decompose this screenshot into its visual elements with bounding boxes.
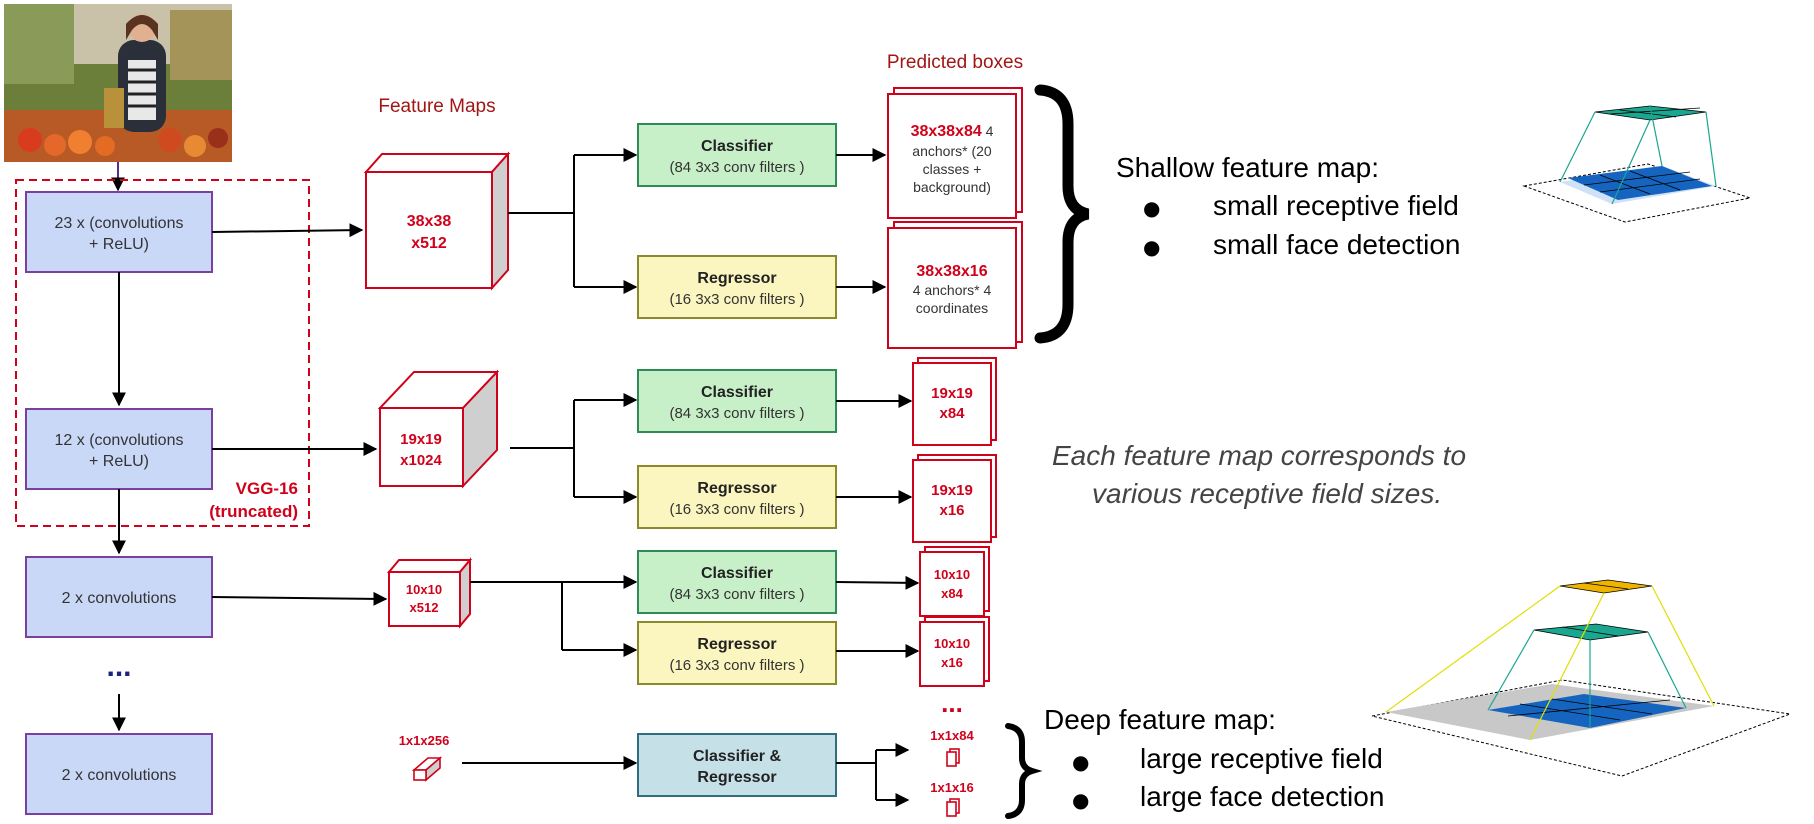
output-10x10-coords-line2: x16 xyxy=(941,655,963,670)
input-photo xyxy=(4,4,232,162)
classifier-head-2-title: Classifier xyxy=(701,384,773,401)
classifier-head-3-sub: (84 3x3 conv filters ) xyxy=(669,586,804,603)
feature-map-1x1-label: 1x1x256 xyxy=(399,733,450,748)
output-38x38-coords-bold: 38x38x16 xyxy=(916,263,987,280)
feature-maps-title: Feature Maps xyxy=(378,96,495,117)
deep-bullet-2-dot: ● xyxy=(1072,788,1090,812)
output-1x1-classes: 1x1x84 xyxy=(930,728,974,767)
feature-map-38x38: 38x38 x512 xyxy=(363,151,511,291)
output-19x19-coords-line1: 19x19 xyxy=(931,482,973,499)
feature-map-19x19: 19x19 x1024 xyxy=(377,369,500,489)
output-10x10-coords: 10x10 x16 xyxy=(919,616,990,687)
backbone-block-3: 2 x convolutions xyxy=(25,556,213,638)
classifier-regressor-head-line2: Regressor xyxy=(697,769,776,786)
output-38x38-coords: 38x38x16 4 anchors* 4 coordinates xyxy=(887,221,1023,349)
regressor-head-2: Regressor (16 3x3 conv filters ) xyxy=(637,465,837,529)
regressor-head-2-sub: (16 3x3 conv filters ) xyxy=(669,501,804,518)
regressor-head-3-title: Regressor xyxy=(697,636,776,653)
output-19x19-coords: 19x19 x16 xyxy=(912,454,997,543)
backbone-block-2-line2: + ReLU) xyxy=(89,453,149,470)
regressor-head-3-sub: (16 3x3 conv filters ) xyxy=(669,657,804,674)
backbone-block-1-line1: 23 x (convolutions xyxy=(55,215,184,232)
receptive-note-line1: Each feature map corresponds to xyxy=(1052,440,1467,471)
outputs-ellipsis: ... xyxy=(941,688,963,718)
output-19x19-classes-line1: 19x19 xyxy=(931,385,973,402)
output-10x10-classes-line2: x84 xyxy=(941,586,963,601)
feature-map-10x10: 10x10 x512 xyxy=(386,557,473,629)
output-38x38-coords-line2: 4 anchors* 4 xyxy=(913,282,992,298)
feature-map-19x19-line2: x1024 xyxy=(400,452,442,469)
output-10x10-coords-line1: 10x10 xyxy=(934,636,970,651)
receptive-note-line2: various receptive field sizes. xyxy=(1092,478,1443,509)
output-10x10-classes-line1: 10x10 xyxy=(934,567,970,582)
vgg16-label-line1: VGG-16 xyxy=(236,479,298,498)
feature-map-38x38-line1: 38x38 xyxy=(407,213,452,230)
regressor-head-1-sub: (16 3x3 conv filters ) xyxy=(669,291,804,308)
shallow-bullet-1: small receptive field xyxy=(1213,190,1459,221)
backbone-block-2-line1: 12 x (convolutions xyxy=(55,432,184,449)
regressor-head-2-title: Regressor xyxy=(697,480,776,497)
regressor-head-1: Regressor (16 3x3 conv filters ) xyxy=(637,255,837,319)
vgg16-label-line2: (truncated) xyxy=(209,502,298,521)
output-1x1-classes-label: 1x1x84 xyxy=(930,728,974,743)
feature-map-19x19-line1: 19x19 xyxy=(400,431,442,448)
classifier-regressor-head: Classifier & Regressor xyxy=(637,733,837,797)
classifier-head-3: Classifier (84 3x3 conv filters ) xyxy=(637,550,837,614)
deep-bullet-1: large receptive field xyxy=(1140,743,1383,774)
classifier-regressor-head-line1: Classifier & xyxy=(693,748,781,765)
deep-bullet-2: large face detection xyxy=(1140,781,1385,812)
output-1x1-coords: 1x1x16 xyxy=(930,780,974,817)
shallow-title: Shallow feature map: xyxy=(1116,152,1380,183)
feature-map-1x1: 1x1x256 xyxy=(399,733,450,782)
classifier-head-2-sub: (84 3x3 conv filters ) xyxy=(669,405,804,422)
deep-receptive-field-grid xyxy=(1371,579,1791,777)
svg-text:38x38x84 4: 38x38x84 4 xyxy=(911,123,994,140)
backbone-ellipsis: ... xyxy=(106,650,131,683)
feature-map-10x10-line1: 10x10 xyxy=(406,582,442,597)
classifier-head-2: Classifier (84 3x3 conv filters ) xyxy=(637,369,837,433)
output-38x38-classes-line4: background) xyxy=(913,179,991,195)
regressor-head-3: Regressor (16 3x3 conv filters ) xyxy=(637,621,837,685)
classifier-head-1-sub: (84 3x3 conv filters ) xyxy=(669,159,804,176)
output-38x38-coords-line3: coordinates xyxy=(916,300,988,316)
backbone-block-1-line2: + ReLU) xyxy=(89,236,149,253)
output-38x38-classes: 38x38x84 4 anchors* (20 classes + backgr… xyxy=(887,87,1023,219)
regressor-head-1-title: Regressor xyxy=(697,270,776,287)
shallow-bullet-1-dot: ● xyxy=(1143,196,1161,220)
output-38x38-classes-bold: 38x38x84 xyxy=(911,123,982,140)
output-10x10-classes: 10x10 x84 xyxy=(919,546,990,617)
output-19x19-coords-line2: x16 xyxy=(939,502,964,519)
feature-map-10x10-line2: x512 xyxy=(410,600,439,615)
backbone-block-4-line1: 2 x convolutions xyxy=(62,767,177,784)
shallow-bullet-2: small face detection xyxy=(1213,229,1461,260)
classifier-head-3-title: Classifier xyxy=(701,565,773,582)
classifier-head-1-title: Classifier xyxy=(701,138,773,155)
shallow-bullet-2-dot: ● xyxy=(1143,235,1161,259)
backbone-block-4: 2 x convolutions xyxy=(25,733,213,815)
backbone-block-2: 12 x (convolutions + ReLU) xyxy=(25,408,213,490)
deep-title: Deep feature map: xyxy=(1044,704,1276,735)
output-19x19-classes: 19x19 x84 xyxy=(912,357,997,446)
output-1x1-coords-label: 1x1x16 xyxy=(930,780,973,795)
predicted-boxes-title: Predicted boxes xyxy=(887,52,1023,73)
output-38x38-classes-line3: classes + xyxy=(923,161,982,177)
backbone-block-3-line1: 2 x convolutions xyxy=(62,590,177,607)
shallow-receptive-field-grid xyxy=(1522,105,1752,223)
classifier-head-1: Classifier (84 3x3 conv filters ) xyxy=(637,123,837,187)
feature-map-38x38-line2: x512 xyxy=(411,235,447,252)
output-19x19-classes-line2: x84 xyxy=(939,405,965,422)
vgg16-group-border xyxy=(15,179,310,527)
brace-shallow xyxy=(1034,84,1090,344)
output-38x38-classes-line2: anchors* (20 xyxy=(912,143,992,159)
deep-bullet-1-dot: ● xyxy=(1072,750,1090,774)
backbone-block-1: 23 x (convolutions + ReLU) xyxy=(25,191,213,273)
output-38x38-classes-suffix: 4 xyxy=(982,123,994,139)
brace-deep xyxy=(1005,723,1043,819)
